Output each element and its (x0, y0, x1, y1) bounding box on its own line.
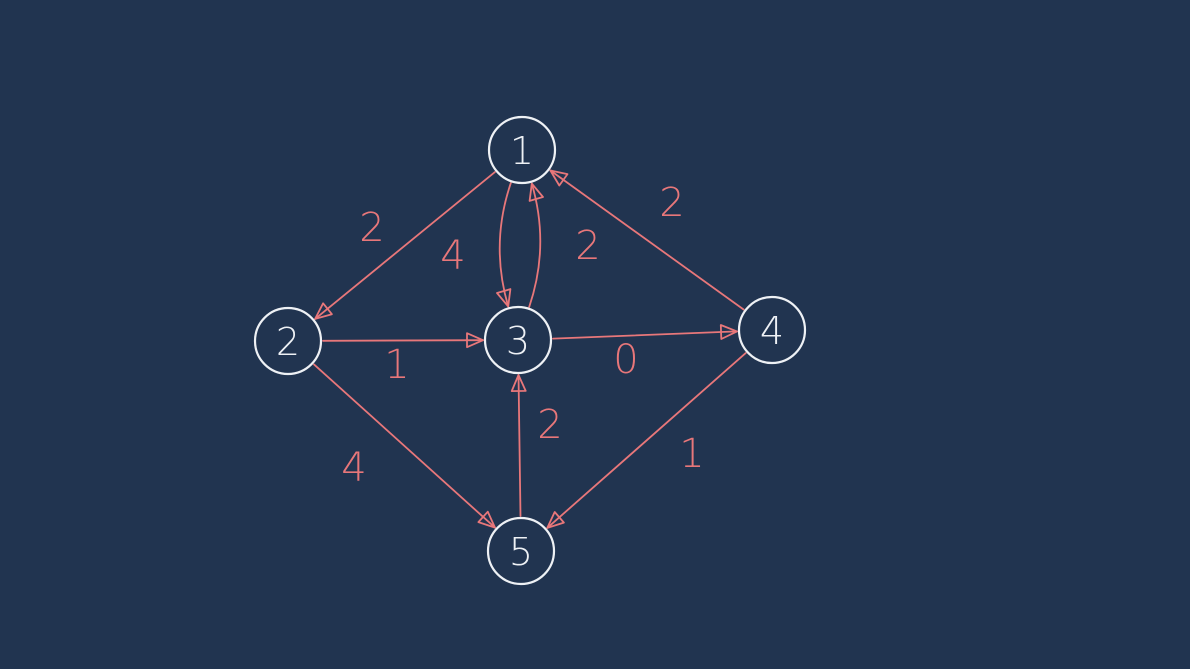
edge-2-5: 4 (313, 363, 496, 529)
arrowhead-icon (477, 510, 496, 529)
node-label: 4 (760, 309, 784, 353)
arrowhead-icon (510, 374, 527, 393)
edge-line-3-1 (528, 182, 542, 308)
edge-3-1: 2 (528, 182, 601, 308)
node-circle (253, 306, 323, 376)
edge-weight-2-5: 4 (341, 445, 366, 491)
node-label: 3 (506, 319, 530, 363)
edge-1-3: 4 (440, 182, 512, 308)
arrowhead-icon (314, 302, 333, 320)
node-4: 4 (737, 295, 807, 365)
node-label: 5 (509, 530, 533, 574)
edge-1-2: 2 (314, 171, 496, 320)
edge-4-5: 1 (546, 352, 747, 529)
node-5: 5 (486, 516, 556, 586)
arrowhead-icon (546, 511, 565, 529)
edge-weight-1-3: 4 (440, 233, 465, 279)
edge-4-1: 2 (549, 169, 745, 311)
node-1: 1 (487, 115, 557, 185)
node-circle (483, 305, 553, 375)
node-label: 2 (276, 320, 300, 364)
node-circle (487, 115, 557, 185)
arrowhead-icon (719, 324, 738, 340)
node-2: 2 (253, 306, 323, 376)
edge-line-4-1 (549, 169, 745, 311)
edge-weight-1-2: 2 (359, 205, 384, 251)
edge-2-3: 1 (322, 332, 484, 388)
edge-line-2-5 (313, 363, 496, 529)
arrowhead-icon (549, 169, 569, 187)
edge-line-2-3 (322, 339, 484, 342)
edge-line-1-2 (314, 171, 496, 320)
edge-5-3: 2 (510, 374, 563, 517)
edge-weight-4-5: 1 (679, 431, 704, 477)
edge-line-1-3 (498, 182, 512, 308)
arrowhead-icon (466, 332, 484, 349)
edge-weight-5-3: 2 (537, 402, 562, 448)
arrowhead-icon (528, 182, 544, 202)
edge-line-3-4 (552, 330, 738, 340)
edge-3-4: 0 (552, 324, 738, 383)
node-label: 1 (510, 129, 534, 173)
arrowhead-icon (496, 288, 512, 308)
edge-weight-3-4: 0 (613, 337, 638, 383)
node-circle (737, 295, 807, 365)
node-3: 3 (483, 305, 553, 375)
edge-weight-2-3: 1 (384, 342, 409, 388)
edges-layer: 2 4 2 2 1 0 4 2 1 (313, 169, 747, 529)
edge-line-4-5 (546, 352, 747, 529)
edge-line-5-3 (517, 374, 522, 517)
edge-weight-4-1: 2 (659, 180, 684, 226)
node-circle (486, 516, 556, 586)
edge-weight-3-1: 2 (575, 223, 600, 269)
